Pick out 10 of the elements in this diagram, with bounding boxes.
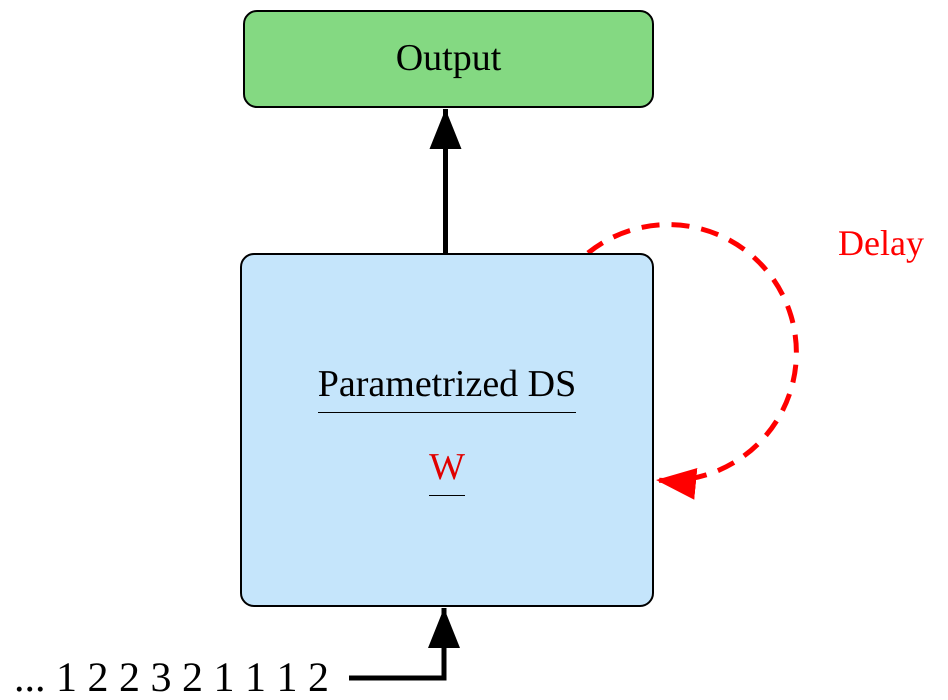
arrow [586,222,799,498]
arrow [430,109,462,253]
process-box [240,253,654,607]
edge-label: Delay [838,222,924,264]
parameter-label: W [429,447,465,496]
node-label: Output [396,38,502,80]
input-sequence: ... 1 2 2 3 2 1 1 1 2 [14,654,329,700]
output-box [243,10,654,108]
arrow [349,608,460,680]
node-label: Parametrized DS [318,364,576,413]
